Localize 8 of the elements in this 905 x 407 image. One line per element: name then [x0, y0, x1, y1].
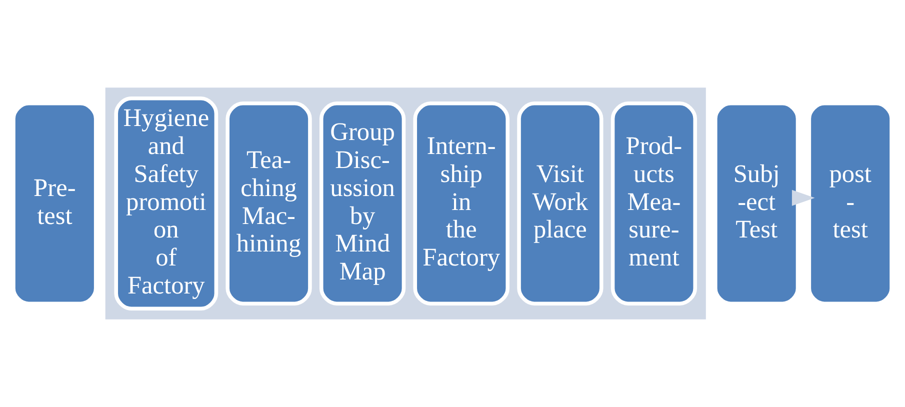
node-box: Prod- ucts Mea- sure- ment	[610, 102, 698, 306]
arrow	[792, 190, 815, 206]
node-box: Hygiene and Safety promoti on of Factory	[114, 96, 218, 311]
node-box: Group Disc- ussion by Mind Map	[319, 102, 406, 306]
node-box: Intern- ship in the Factory	[413, 102, 510, 306]
node-box: Tea- ching Mac- hining	[226, 102, 312, 306]
cluster	[105, 88, 706, 320]
node-box: Visit Work place	[517, 102, 604, 306]
